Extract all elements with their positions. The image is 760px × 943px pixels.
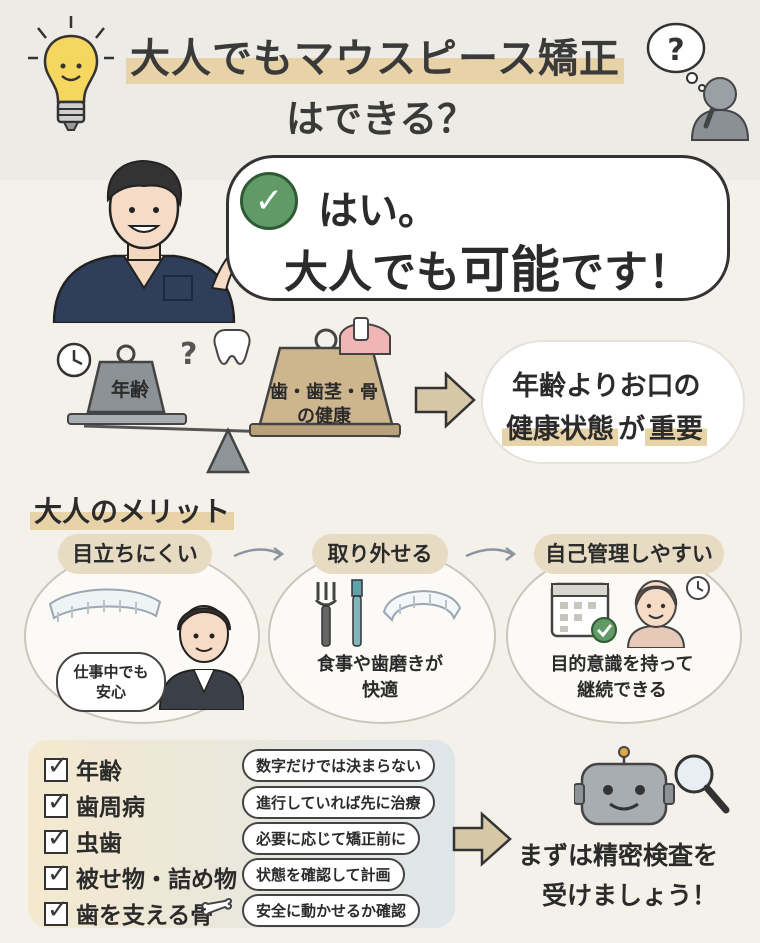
- svg-text:?: ?: [180, 337, 197, 372]
- clock-icon: [686, 576, 710, 600]
- thinking-person-icon: ?: [646, 22, 750, 141]
- merit-title-removable: 取り外せる: [312, 534, 448, 574]
- page-title-line1: 大人でもマウスピース矯正: [126, 26, 624, 84]
- self-management-illustration: [550, 576, 710, 648]
- weight-label-age: 年齢: [110, 379, 149, 401]
- balance-scale-illustration: ?: [56, 317, 401, 474]
- checkbox-icon: [44, 751, 69, 782]
- gum-icon: [339, 317, 391, 355]
- merit-title-self-management: 自己管理しやすい: [534, 534, 724, 574]
- checkbox-icon: [44, 895, 69, 926]
- merit-card-removable: [268, 548, 496, 724]
- answer-line2: 大人でも可能です！: [284, 241, 692, 299]
- robot-icon: [574, 746, 730, 826]
- weight-label-health-1: 歯・歯茎・骨: [270, 382, 378, 403]
- conclusion-line1: 年齢よりお口の: [512, 371, 701, 402]
- checklist-note-age: 数字だけでは決まらない: [242, 749, 436, 782]
- arrow-right-icon: [452, 811, 512, 867]
- merits-heading: 大人のメリット: [30, 490, 235, 530]
- toothbrush-icon: [351, 579, 363, 647]
- final-message-line1: まずは精密検査を: [518, 841, 719, 870]
- checklist-note-periodontal: 進行していれば先に治療: [242, 786, 435, 819]
- arrow-right-icon: [414, 371, 476, 429]
- tooth-icon: [213, 329, 251, 366]
- magnifier-icon: [674, 754, 730, 814]
- checklist-item-bone: 歯を支える骨: [44, 895, 213, 930]
- clock-icon: [56, 342, 92, 378]
- final-message-line2: 受けましょう！: [542, 881, 718, 910]
- aligner-icon: [382, 590, 462, 623]
- conclusion-line2: 健康状態が重要: [502, 407, 707, 446]
- merit-title-inconspicuous: 目立ちにくい: [58, 534, 212, 574]
- answer-speech-bubble: [226, 155, 730, 301]
- checkbox-icon: [44, 859, 69, 890]
- checkbox-icon: [44, 823, 69, 854]
- weight-label-health-2: の健康: [297, 406, 351, 427]
- speech-bubble-work: 仕事中でも安心: [56, 652, 166, 712]
- businesswoman-illustration: [48, 588, 244, 710]
- checklist-note-cavity: 必要に応じて矯正前に: [242, 822, 421, 855]
- checklist-item-crowns: 被せ物・詰め物: [44, 859, 237, 894]
- arrow-right-icon: [233, 547, 285, 561]
- page-title-line2: はできる？: [286, 97, 476, 141]
- weight-icon: [86, 344, 166, 414]
- doctor-illustration: [52, 160, 244, 323]
- arrow-right-icon: [465, 547, 517, 561]
- checklist-item-cavity: 虫歯: [44, 823, 122, 858]
- lightbulb-icon: [28, 16, 114, 131]
- checklist-note-bone: 安全に動かせるか確認: [242, 894, 421, 927]
- utensils-illustration: [314, 579, 462, 647]
- answer-line1: はい。: [318, 188, 438, 234]
- fork-icon: [314, 582, 338, 647]
- question-bubble-icon: ?: [646, 22, 706, 92]
- merit-caption-removable: 食事や歯磨きが快適: [317, 654, 443, 701]
- check-circle-icon: ✓: [240, 172, 298, 230]
- weight-icon: [258, 328, 394, 426]
- merit-caption-self-management: 目的意識を持って継続できる: [550, 654, 694, 701]
- bone-icon: [201, 898, 232, 916]
- checklist-note-crowns: 状態を確認して計画: [242, 858, 405, 891]
- checklist-item-periodontal: 歯周病: [44, 787, 145, 822]
- checklist-item-age: 年齢: [44, 751, 122, 786]
- aligner-icon: [48, 588, 162, 622]
- checkbox-icon: [44, 787, 69, 818]
- svg-text:?: ?: [667, 33, 684, 68]
- calendar-icon: [550, 582, 617, 643]
